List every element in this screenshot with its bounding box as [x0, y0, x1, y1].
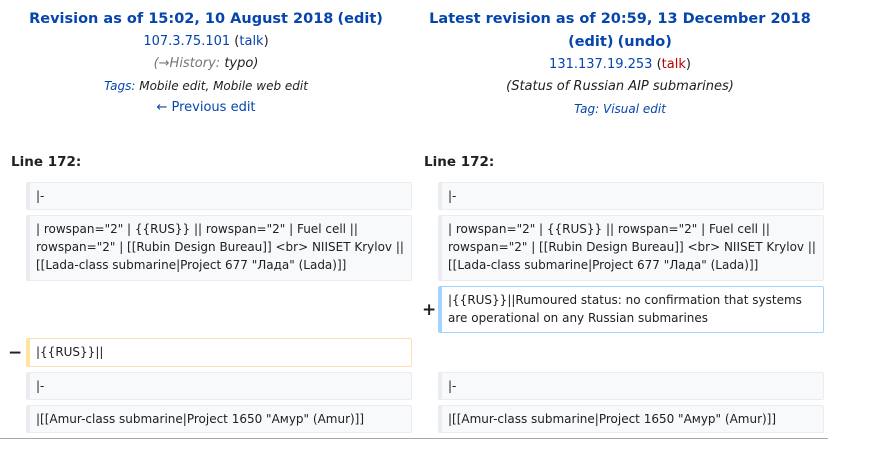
new-edit-link[interactable]: edit	[574, 34, 607, 50]
new-tags: Tag: Visual edit	[412, 98, 828, 120]
new-context-line: | rowspan="2" | {{RUS}} || rowspan="2" |…	[438, 215, 824, 281]
new-line-number: Line 172:	[424, 154, 495, 170]
summary-text: typo)	[224, 56, 259, 71]
new-edit-summary: (Status of Russian AIP submarines)	[506, 79, 734, 94]
new-revision-header: Latest revision as of 20:59, 13 December…	[412, 8, 828, 120]
old-context-line: |-	[26, 372, 412, 400]
summary-arrow: (→	[153, 56, 170, 71]
new-talk-link[interactable]: talk	[661, 57, 686, 72]
paren-close: )	[376, 11, 383, 27]
new-revision-title-row: Latest revision as of 20:59, 13 December…	[412, 8, 828, 31]
new-user-row: 131.137.19.253 (talk)	[549, 57, 691, 72]
summary-section-link[interactable]: History:	[169, 56, 221, 71]
old-tags-value: Mobile edit, Mobile web edit	[139, 79, 308, 93]
old-context-line: | rowspan="2" | {{RUS}} || rowspan="2" |…	[26, 215, 412, 281]
new-revision-link[interactable]: Latest revision as of 20:59, 13 December…	[429, 11, 811, 27]
previous-edit-row: ← Previous edit	[0, 97, 412, 119]
old-user-row: 107.3.75.101 (talk)	[143, 34, 269, 49]
old-context-line: |[[Amur-class submarine|Project 1650 "Ам…	[26, 405, 412, 433]
old-user-link[interactable]: 107.3.75.101	[143, 34, 231, 49]
new-context-line: |-	[438, 182, 824, 210]
removed-line-marker: −	[8, 343, 23, 363]
new-user-link[interactable]: 131.137.19.253	[549, 57, 653, 72]
old-line-number: Line 172:	[11, 154, 82, 170]
removed-line: |{{RUS}}||	[26, 338, 412, 367]
old-edit-link[interactable]: edit	[344, 11, 377, 27]
undo-link[interactable]: undo	[624, 34, 666, 50]
bottom-divider	[0, 438, 828, 439]
old-tags: Tags: Mobile edit, Mobile web edit	[0, 75, 412, 97]
old-context-line: |-	[26, 182, 412, 210]
new-tags-value[interactable]: Visual edit	[602, 102, 666, 116]
previous-edit-link[interactable]: ← Previous edit	[156, 100, 256, 115]
added-line: |{{RUS}}||Rumoured status: no confirmati…	[438, 286, 824, 333]
old-tags-label[interactable]: Tags:	[104, 79, 136, 93]
paren-open: (	[337, 11, 345, 27]
new-context-line: |[[Amur-class submarine|Project 1650 "Ам…	[438, 405, 824, 433]
old-talk-link[interactable]: talk	[239, 34, 264, 49]
new-actions-row: (edit) (undo)	[568, 34, 672, 50]
old-revision-link[interactable]: Revision as of 15:02, 10 August 2018	[29, 11, 334, 27]
added-line-marker: +	[422, 300, 437, 320]
old-revision-header: Revision as of 15:02, 10 August 2018 (ed…	[0, 8, 412, 119]
old-edit-summary: (→History: typo)	[0, 53, 412, 75]
new-context-line: |-	[438, 372, 824, 400]
old-revision-title-row: Revision as of 15:02, 10 August 2018 (ed…	[0, 8, 412, 31]
new-tags-label[interactable]: Tag:	[574, 102, 600, 116]
